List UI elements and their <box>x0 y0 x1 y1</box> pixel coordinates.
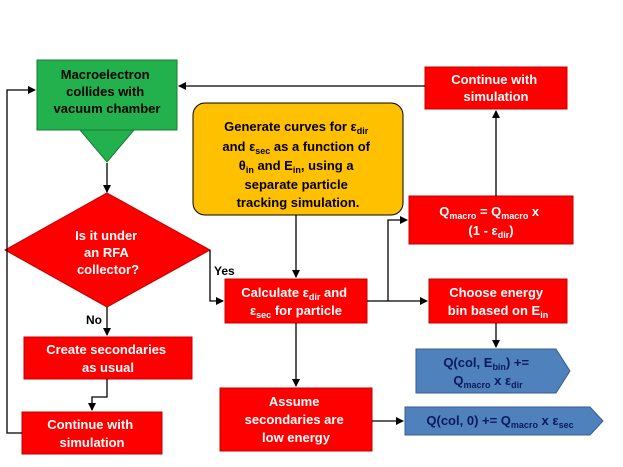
choose-line-2a: bin based on E <box>448 303 541 318</box>
q-zero-node: Q(col, 0) += Qmacro x εsec <box>404 406 604 436</box>
calculate-node: Calculate εdir and εsec for particle <box>224 278 368 324</box>
arrow-calculate-to-qmacro <box>387 216 408 301</box>
svg-text:Create secondaries as us: Create secondaries as usual <box>46 342 170 375</box>
qm-line-1a: Q <box>439 204 449 219</box>
calc-line-2-sub: sec <box>256 310 271 320</box>
choose-line-1: Choose energy <box>449 285 544 300</box>
generate-curves-node: Generate curves for εdir and εsec as a f… <box>192 102 404 216</box>
assume-low-node: Assume secondaries are low energy <box>219 387 373 452</box>
macroelectron-node: Macroelectron collides with vacuum chamb… <box>36 59 178 163</box>
qbin-line-2-sub1: macro <box>463 380 491 390</box>
qm-line-1b: = Q <box>476 204 501 219</box>
gen-line-3-sub2: in <box>293 165 301 175</box>
qzero-line-1-sub1: macro <box>511 420 539 430</box>
qbin-line-2a: Q <box>453 373 463 388</box>
gen-line-3c: , using a <box>301 158 355 173</box>
svg-text:Generate curves for εdir: Generate curves for εdir and εsec as a f… <box>222 119 373 210</box>
continue-bottom-line-2: simulation <box>59 435 124 450</box>
q-bin-node: Q(col, Ebin) += Qmacro x εdir <box>415 348 571 394</box>
assume-line-3: low energy <box>262 430 331 445</box>
qbin-line-1-sub: bin <box>492 362 506 372</box>
qm-line-2a: (1 - ε <box>468 223 497 238</box>
gen-line-3b: and E <box>254 158 293 173</box>
create-line-1: Create secondaries <box>46 342 166 357</box>
svg-text:Q(col, 0) += Qmacro x εsec: Q(col, 0) += Qmacro x εsec <box>426 413 573 430</box>
q-macro-update-node: Qmacro = Qmacro x (1 - εdir) <box>408 195 574 245</box>
no-label: No <box>86 313 102 327</box>
calc-line-2a: ε <box>250 303 256 318</box>
rfa-decision-node: Is it under an RFA collector? <box>3 192 212 308</box>
macroelectron-line-3: vacuum chamber <box>54 101 161 116</box>
qm-line-1-sub1: macro <box>449 211 477 221</box>
calc-line-2b: for particle <box>271 303 342 318</box>
continue-top-node: Continue with simulation <box>424 66 568 110</box>
svg-text:Continue with simulation: Continue with simulation <box>451 72 541 104</box>
qzero-line-1a: Q(col, 0) += Q <box>426 413 511 428</box>
choose-line-2-sub: in <box>540 310 548 320</box>
create-secondaries-node: Create secondaries as usual <box>23 336 193 380</box>
qbin-line-2-sub2: dir <box>511 380 523 390</box>
gen-line-2b: as a function of <box>270 139 370 154</box>
continue-bottom-line-1: Continue with <box>47 417 133 432</box>
svg-text:Calculate εdir and εsec: Calculate εdir and εsec for particle <box>241 285 350 320</box>
calc-line-1a: Calculate ε <box>241 285 309 300</box>
assume-line-2: secondaries are <box>245 412 344 427</box>
gen-line-4: separate particle <box>245 177 348 192</box>
svg-text:Is it under an RFA: Is it under an RFA collector? <box>75 228 141 277</box>
qm-line-2-sub: dir <box>498 230 510 240</box>
yes-label: Yes <box>214 264 235 278</box>
qm-line-1-sub2: macro <box>501 211 529 221</box>
rfa-line-2: an RFA <box>84 245 129 260</box>
svg-text:Qmacro = Qmacro x (1 - ε: Qmacro = Qmacro x (1 - εdir) <box>439 204 543 240</box>
qbin-line-1a: Q(col, E <box>443 355 492 370</box>
qbin-line-2b: x ε <box>491 373 512 388</box>
arrow-create-to-continue <box>88 379 108 411</box>
continue-top-line-2: simulation <box>463 89 528 104</box>
gen-line-1-sub: dir <box>357 126 369 136</box>
svg-text:Assume secondaries are: Assume secondaries are low energy <box>245 394 348 445</box>
calc-line-1b: and <box>320 285 347 300</box>
gen-line-1: Generate curves for ε <box>224 119 357 134</box>
macroelectron-line-1: Macroelectron <box>61 67 150 82</box>
gen-line-5: tracking simulation. <box>237 195 360 210</box>
continue-top-line-1: Continue with <box>451 72 537 87</box>
choose-bin-node: Choose energy bin based on Ein <box>428 278 568 324</box>
macroelectron-line-2: collides with <box>66 84 144 99</box>
gen-line-2-sub: sec <box>255 146 270 156</box>
continue-bottom-node: Continue with simulation <box>21 411 163 455</box>
assume-line-1: Assume <box>269 394 320 409</box>
svg-text:Choose energy bin based: Choose energy bin based on Ein <box>448 285 548 320</box>
qm-line-1c: x <box>528 204 540 219</box>
qzero-line-1-sub2: sec <box>559 420 574 430</box>
svg-text:Macroelectron collides w: Macroelectron collides with vacuum chamb… <box>54 67 161 116</box>
qm-line-2b: ) <box>509 223 513 238</box>
arrow-loop-to-macro <box>6 86 36 434</box>
qbin-line-1b: ) += <box>506 355 530 370</box>
calc-line-1-sub: dir <box>309 292 321 302</box>
gen-line-2a: and ε <box>222 139 255 154</box>
gen-line-3-sub1: in <box>246 165 254 175</box>
create-line-2: as usual <box>82 360 134 375</box>
qzero-line-1b: x ε <box>538 413 559 428</box>
svg-text:Continue with simulation: Continue with simulation <box>47 417 137 450</box>
svg-text:Q(col, Ebin) += Qmacro x: Q(col, Ebin) += Qmacro x εdir <box>443 355 532 390</box>
rfa-line-3: collector? <box>77 262 139 277</box>
arrow-yes-to-calculate <box>209 250 224 305</box>
gen-line-3a: θ <box>239 158 246 173</box>
rfa-line-1: Is it under <box>75 228 137 243</box>
